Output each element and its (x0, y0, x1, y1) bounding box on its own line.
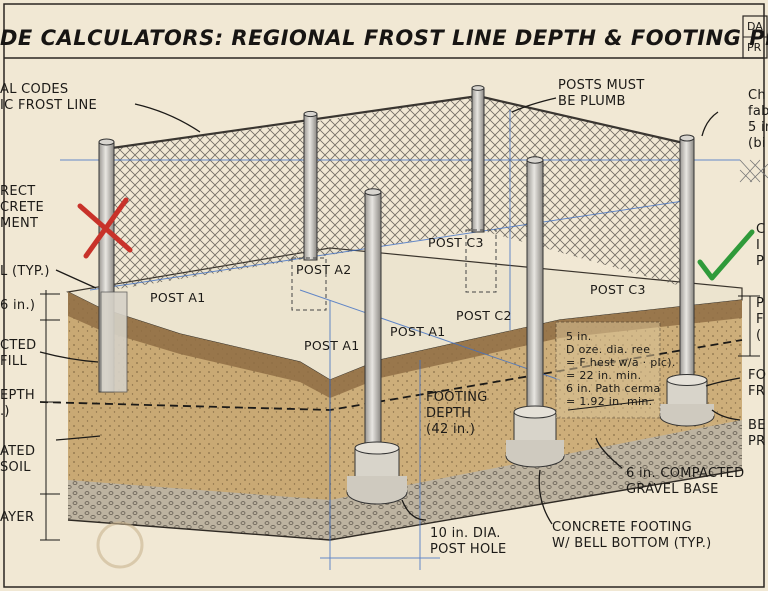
callout-dimension: 6 in.) (0, 298, 36, 313)
cutaway-note: 5 in. D oze. dia. ree = F hest w/a · plc… (566, 330, 676, 408)
callout-frost-depth: EPTH .) (0, 388, 35, 419)
callout-gravel-layer: AYER (0, 510, 35, 525)
callout-backfill: CTED FILL (0, 338, 37, 369)
post-c3-right (659, 134, 715, 427)
post-c3-back (471, 87, 485, 233)
top-rail-left (111, 94, 479, 150)
callout-footing-depth: FOOTING DEPTH (42 in.) (426, 390, 488, 437)
callout-gravel-base: 6 in. COMPACTED GRAVEL BASE (626, 466, 745, 497)
construction-lines (60, 110, 740, 570)
post-a1-front (346, 188, 408, 505)
callout-incorrect-cement: RECT CRETE MENT (0, 184, 44, 231)
label-post-c2: POST C2 (456, 308, 512, 323)
label-post-a1-front: POST A1 (390, 324, 446, 339)
sheet-border (3, 3, 765, 588)
coffee-stain (96, 521, 144, 569)
callout-bell-frag: BE PR (748, 418, 766, 449)
top-rail-right (477, 94, 689, 146)
cutaway-note-box (555, 321, 661, 419)
callout-local-codes: AL CODES IC FROST LINE (0, 82, 98, 113)
callout-concrete-footing: CONCRETE FOOTING W/ BELL BOTTOM (TYP.) (552, 520, 712, 551)
callout-chain-fabric: Ch fab 5 in (bi (748, 88, 768, 151)
callout-post-hole: 10 in. DIA. POST HOLE (430, 526, 507, 557)
green-checkmark-icon (697, 229, 755, 281)
title-block-project-label: PR (747, 41, 762, 54)
callout-post-frag: P F ( (756, 296, 765, 343)
topsoil-left (68, 292, 330, 398)
fabric-detail-icon (739, 159, 768, 183)
label-post-c3-back: POST C3 (428, 235, 484, 250)
post-a2 (303, 113, 318, 261)
fence-fabric-back (312, 96, 478, 258)
fence-fabric-left (112, 122, 310, 290)
red-x-icon (77, 197, 133, 259)
post-c2 (505, 156, 565, 468)
fence-fabric-right (480, 96, 688, 288)
label-post-a1-front-left: POST A1 (304, 338, 360, 353)
label-post-a1-back: POST A1 (150, 290, 206, 305)
callout-posts-plumb: POSTS MUST BE PLUMB (558, 78, 645, 109)
leader-lines (39, 97, 741, 525)
title-block-date-label: DA (747, 20, 763, 33)
dimension-lines (40, 290, 760, 541)
callout-footing-frag: FO FR (748, 368, 767, 399)
label-post-a2: POST A2 (296, 262, 352, 277)
callout-typ: L (TYP.) (0, 264, 50, 279)
callout-correct-placement: C I P (756, 222, 766, 269)
page-title: DE CALCULATORS: REGIONAL FROST LINE DEPT… (0, 26, 768, 50)
label-post-c3-right: POST C3 (590, 282, 646, 297)
callout-undisturbed-soil: ATED SOIL (0, 444, 36, 475)
footing-a1-back (100, 291, 128, 393)
